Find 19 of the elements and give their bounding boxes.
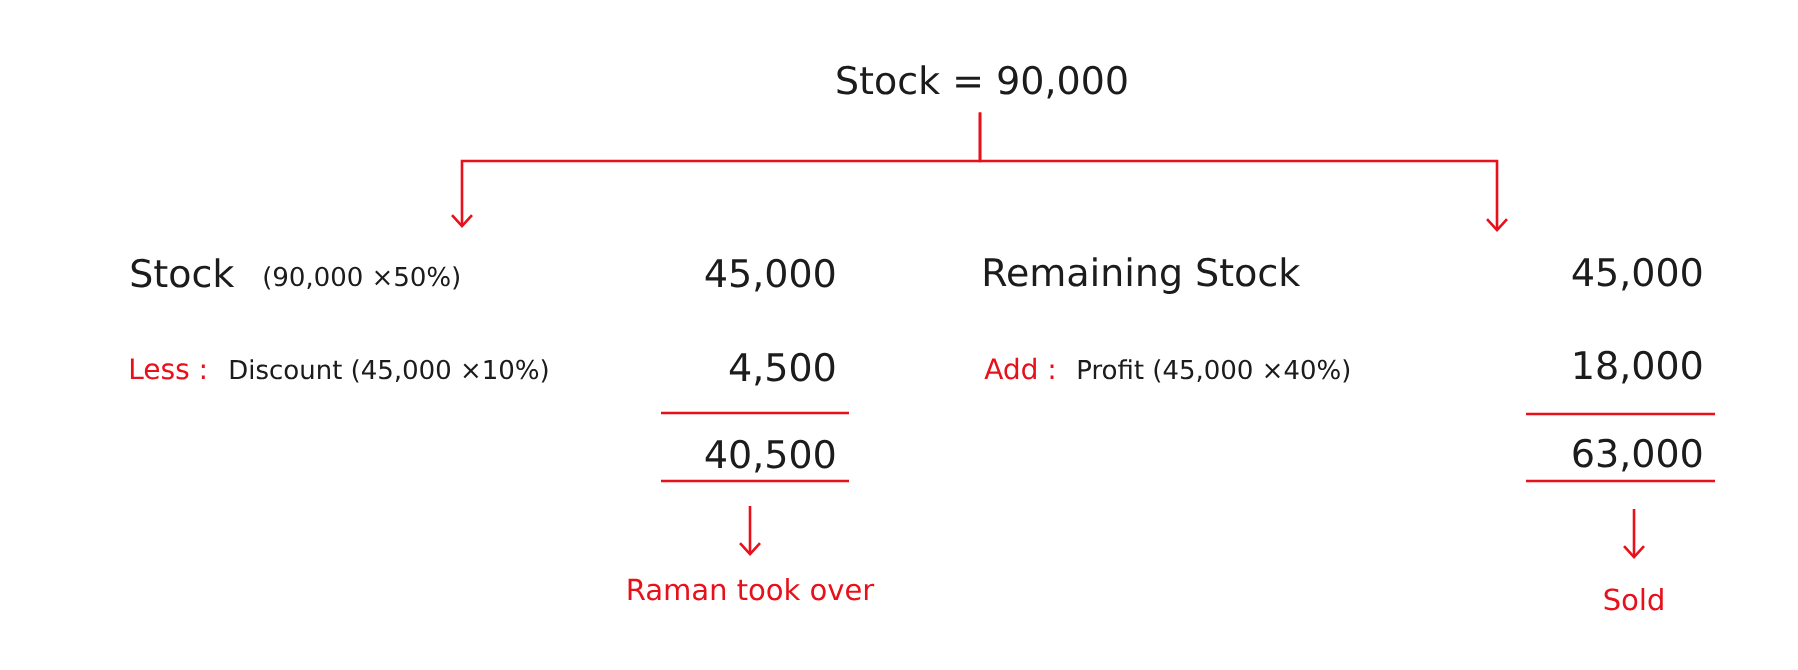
calculation-note: (90,000 ×50%) bbox=[264, 266, 459, 290]
amount: 45,000 bbox=[705, 258, 835, 292]
arrow bbox=[1623, 509, 1645, 559]
add-label: Add : bbox=[984, 357, 1054, 380]
arrow bbox=[978, 112, 1508, 232]
total-amount: 40,500 bbox=[705, 439, 835, 473]
amount: 4,500 bbox=[729, 352, 835, 386]
amount: 45,000 bbox=[1572, 257, 1702, 291]
less-label: Less : bbox=[130, 358, 205, 380]
item-heading: Remaining Stock bbox=[984, 257, 1301, 294]
calculation-note: Discount (45,000 ×10%) bbox=[230, 359, 548, 383]
calculation-note: Profit (45,000 ×40%) bbox=[1078, 359, 1350, 383]
amount: 18,000 bbox=[1575, 350, 1702, 384]
stock-heading: Stock = 90,000 bbox=[837, 65, 1127, 99]
result-label: Sold bbox=[1604, 587, 1663, 611]
arrow bbox=[739, 506, 761, 556]
result-label: Raman took over bbox=[628, 577, 875, 601]
total-amount: 63,000 bbox=[1573, 438, 1702, 472]
item-heading: Stock bbox=[131, 258, 235, 288]
